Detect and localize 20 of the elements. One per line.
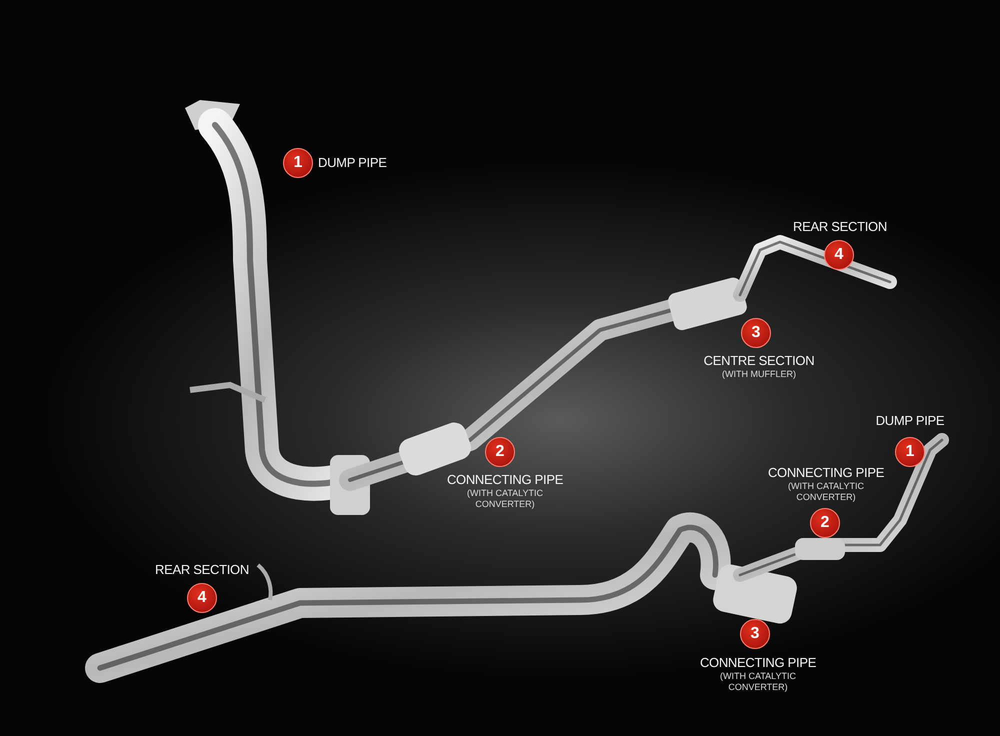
part-label: CONNECTING PIPE <box>768 465 884 481</box>
part-label: REAR SECTION <box>155 562 249 578</box>
part-note: (WITH CATALYTIC CONVERTER) <box>719 671 797 693</box>
part-label: CONNECTING PIPE <box>700 655 816 671</box>
callout-number: 4 <box>187 583 217 613</box>
part-label: CONNECTING PIPE <box>446 472 564 488</box>
callout-number: 1 <box>283 148 313 178</box>
part-label: CENTRE SECTION <box>704 353 814 369</box>
callout-number: 2 <box>810 508 840 538</box>
part-label: DUMP PIPE <box>876 413 944 429</box>
callout-number: 3 <box>741 318 771 348</box>
part-label: REAR SECTION <box>793 219 887 235</box>
callout-number: 4 <box>824 240 854 270</box>
callout-number: 3 <box>740 619 770 649</box>
part-note: (WITH CATALYTIC CONVERTER) <box>466 488 544 510</box>
part-label: DUMP PIPE <box>318 155 387 171</box>
callout-number: 1 <box>895 437 925 467</box>
callout-number: 2 <box>485 437 515 467</box>
part-note: (WITH CATALYTIC CONVERTER) <box>787 481 865 503</box>
part-note: (WITH MUFFLER) <box>722 369 796 380</box>
